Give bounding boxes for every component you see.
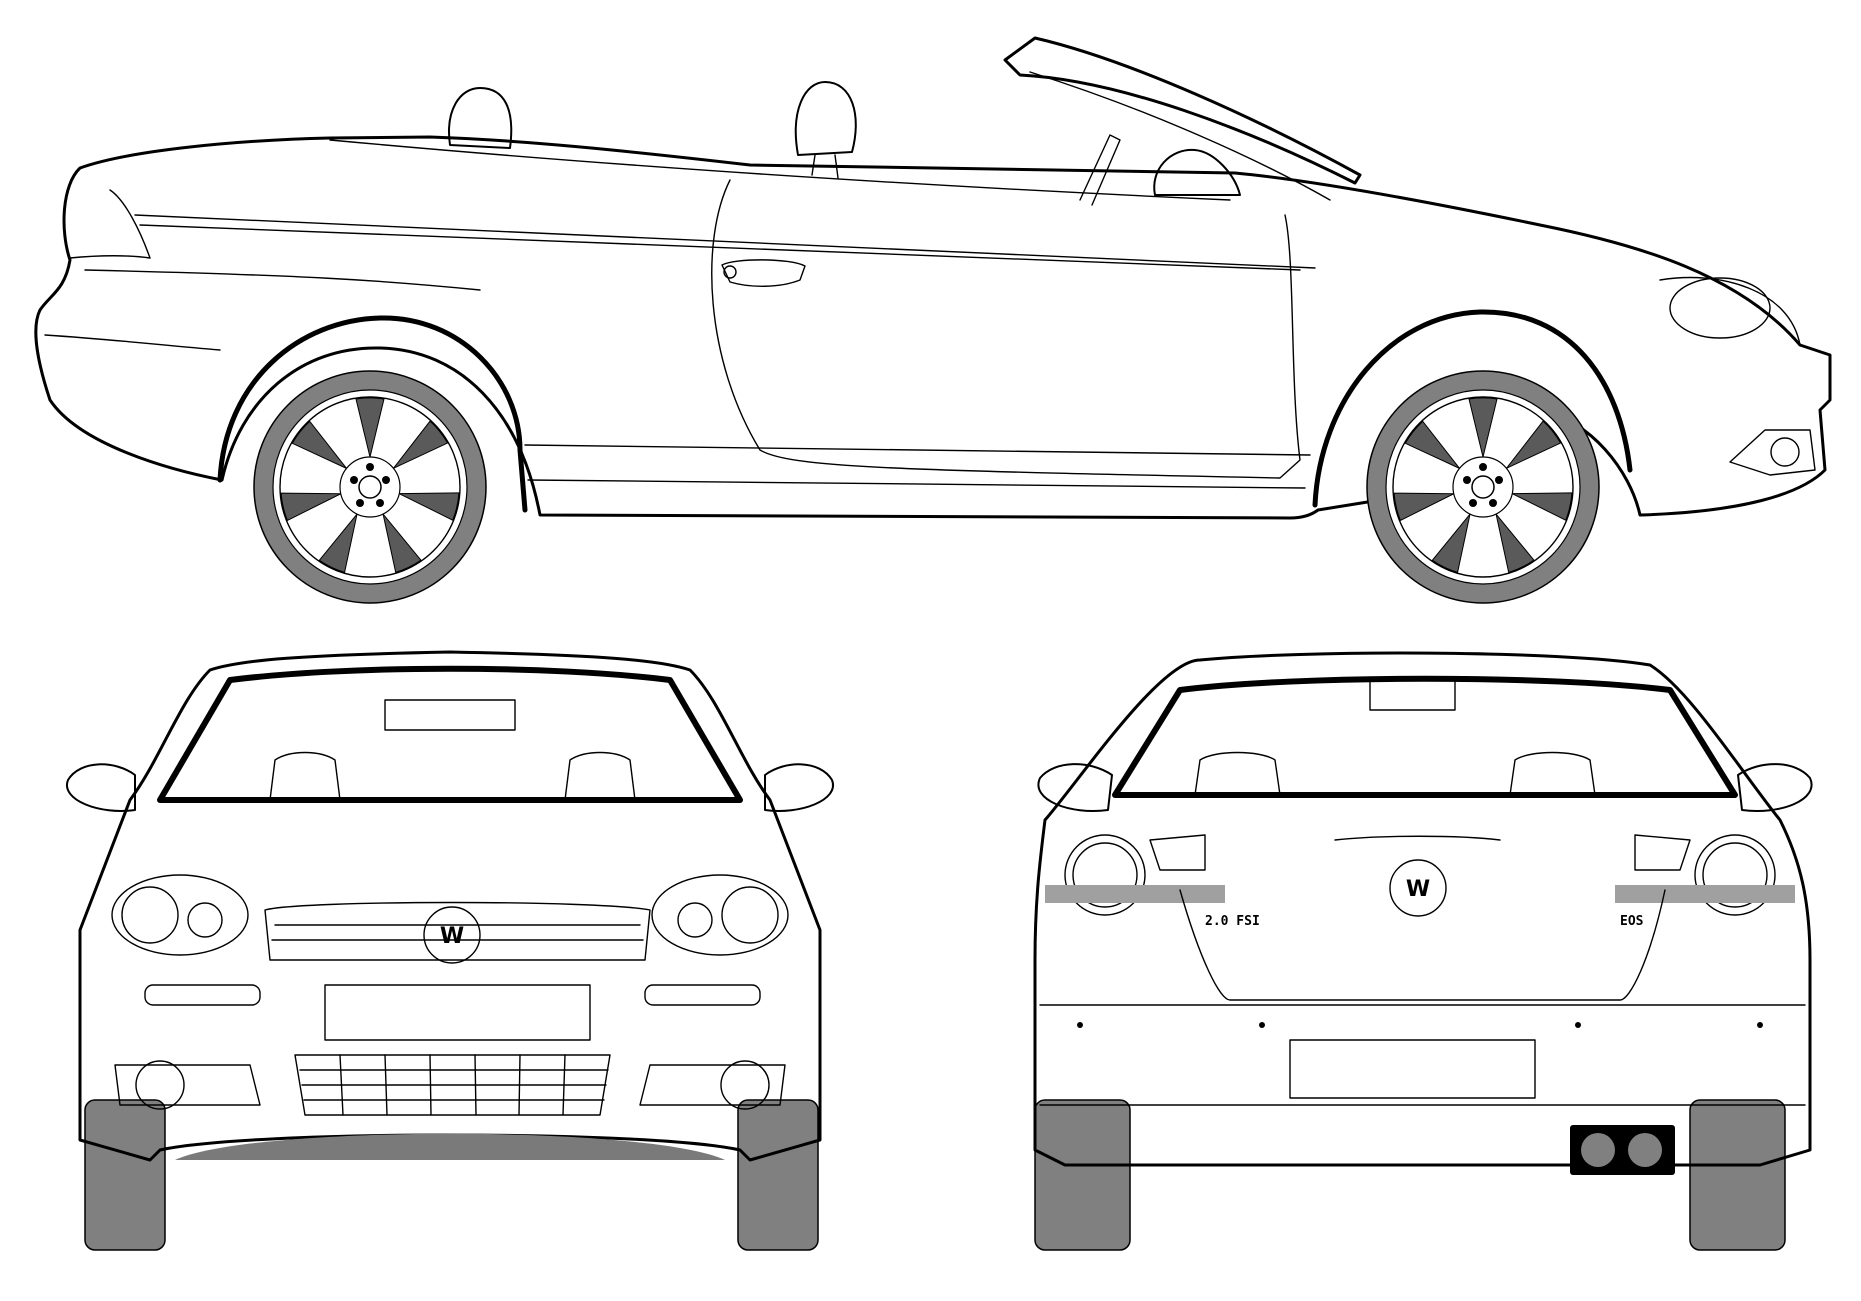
front-right-fog-lamp xyxy=(720,1060,770,1110)
windshield-frame xyxy=(1003,36,1362,185)
badge-right: EOS xyxy=(1620,914,1644,929)
rear-left-tyre xyxy=(1034,1099,1131,1251)
rear-right-mirror xyxy=(1737,763,1813,812)
front-wheel-arch xyxy=(1312,309,1633,508)
front-right-tyre xyxy=(737,1099,819,1251)
front-left-headlamp xyxy=(111,874,249,956)
front-left-tyre xyxy=(84,1099,166,1251)
front-upper-grille xyxy=(264,901,651,961)
rear-view: W 2.0 FSI EOS xyxy=(1033,651,1813,1251)
front-body-outline xyxy=(78,650,822,1162)
rear-right-tail-lamp xyxy=(1694,834,1776,916)
front-vw-logo-glyph: W xyxy=(440,924,464,949)
rear-left-mirror xyxy=(1037,763,1113,812)
front-wheel xyxy=(1366,370,1600,604)
rear-plate xyxy=(1289,1039,1536,1099)
front-left-fog-lamp xyxy=(135,1060,185,1110)
front-plate xyxy=(324,984,591,1041)
rear-wheel xyxy=(253,370,487,604)
front-view: W xyxy=(66,650,834,1251)
front-windscreen xyxy=(157,665,743,803)
rear-wheel-arch xyxy=(217,315,528,513)
rear-body-outline xyxy=(1033,651,1812,1167)
rear-vw-logo-glyph: W xyxy=(1406,877,1430,902)
rear-right-tyre xyxy=(1689,1099,1786,1251)
front-headrest xyxy=(794,81,857,156)
side-view xyxy=(34,36,1832,604)
door-outline xyxy=(711,179,1301,479)
rear-vw-logo-icon xyxy=(1389,859,1447,917)
side-mirror xyxy=(1153,148,1241,196)
badge-left: 2.0 FSI xyxy=(1205,914,1260,929)
rear-screen xyxy=(1112,675,1738,798)
front-left-mirror xyxy=(66,763,136,812)
front-right-mirror xyxy=(764,763,834,812)
rear-left-tail-lamp xyxy=(1064,834,1146,916)
headlamp xyxy=(1669,277,1771,339)
rear-headrest xyxy=(448,87,513,149)
front-vw-logo-icon xyxy=(423,906,481,964)
front-right-headlamp xyxy=(651,874,789,956)
